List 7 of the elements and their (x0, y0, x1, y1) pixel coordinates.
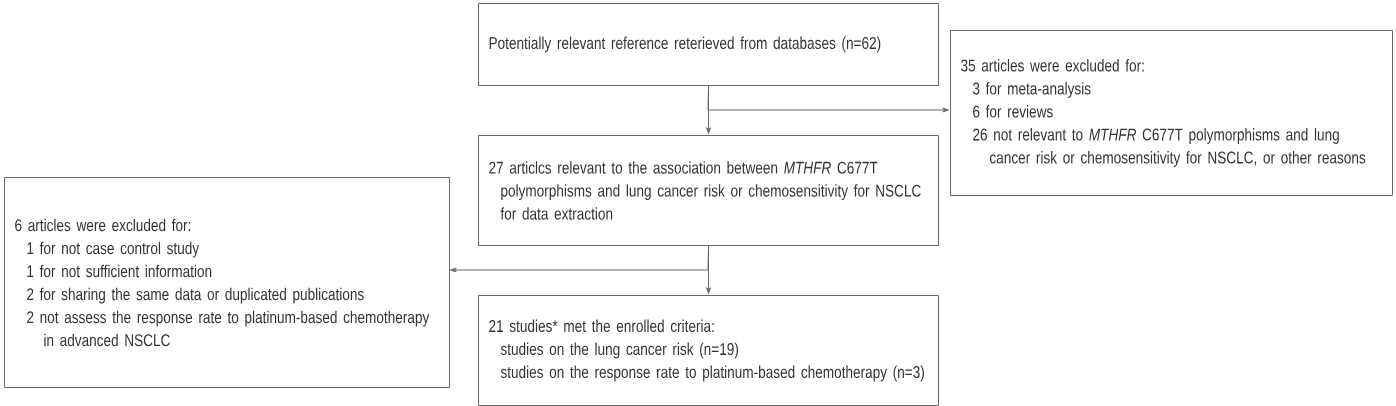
process-box: 35 articles were excluded for: 3 for meta-analysis 6 for reviews 26 not relevant to MTHFR C677T polymorphisms and lung cancer risk or chemosensitivity for NSCLC, or other reasons (950, 30, 1393, 196)
process-box: 21 studies* met the enrolled criteria: studies on the lung cancer risk (n=19) studies on the response rate to platinum-based chemotherapy (n=3) (478, 295, 939, 406)
process-box: 27 articlcs relevant to the association between MTHFR C677T polymorphisms and lung cancer risk or chemosensitivity for NSCLC for data extraction (478, 135, 939, 246)
arrow (450, 245, 709, 273)
arrow (707, 85, 949, 113)
process-box: 6 articles were excluded for: 1 for not case control study 1 for not sufficient information 2 for sharing the same data or duplicated publications 2 not assess the response rate to platinum-based chemotherapy in advanced NSCLC (4, 177, 450, 388)
process-box: Potentially relevant reference reterieved from databases (n=62) (478, 3, 939, 86)
